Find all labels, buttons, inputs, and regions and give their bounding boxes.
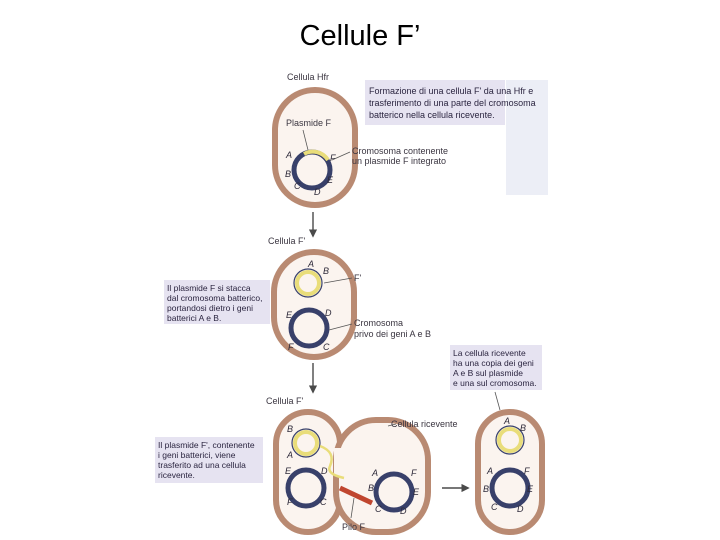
gene-c-cell2: C — [323, 342, 330, 352]
fprime-label-1: F' — [354, 273, 361, 283]
gene-c-hfr: C — [294, 181, 301, 191]
gene-f-hfr: F — [330, 153, 336, 163]
gene-a-recip-conj: A — [371, 468, 378, 478]
recipient-cell-label: Cellula ricevente — [391, 419, 458, 429]
recipient-note-box — [450, 345, 542, 390]
fprime-cell-label-1: Cellula F' — [268, 236, 306, 246]
gene-a-cell3: A — [286, 450, 293, 460]
detach-note-line4: batterici A e B. — [167, 313, 221, 323]
chromosome-cell3 — [285, 467, 327, 509]
top-note-line2: trasferimento di una parte del cromosoma — [369, 98, 536, 108]
chromosome-recipient-conj — [373, 471, 415, 513]
recipient-note-line2: ha una copia dei geni — [453, 358, 534, 368]
pilus-label: Pilo F — [342, 522, 366, 532]
transfer-note-box — [155, 437, 263, 483]
gene-e-final-chrom: E — [527, 484, 534, 494]
hfr-integrated-plasmid — [303, 149, 330, 162]
gene-d-cell2: D — [325, 308, 332, 318]
gene-b-final-plasmid: B — [520, 423, 526, 433]
conjugation-bridge — [334, 448, 346, 476]
fprime-plasmid-2-inner — [291, 428, 321, 458]
recipient-note-pointer — [494, 391, 501, 411]
gene-b-cell2: B — [323, 266, 329, 276]
transfer-note-line3: trasferito ad una cellula — [158, 460, 246, 470]
gene-c-recip-conj: C — [375, 504, 382, 514]
fprime-plasmid-2 — [293, 430, 319, 456]
fprime-cell-1 — [271, 249, 357, 360]
fprime-pointer-1 — [323, 277, 353, 284]
gene-e-cell2: E — [286, 310, 293, 320]
recipient-pointer — [387, 423, 397, 427]
top-note-line1: Formazione di una cellula F' da una Hfr … — [369, 86, 533, 96]
transfer-note-line1: Il plasmide F', contenente — [158, 440, 255, 450]
gene-c-cell3: C — [320, 497, 327, 507]
top-note-line3: batterico nella cellula ricevente. — [369, 110, 495, 120]
fprime-plasmid-1 — [295, 270, 321, 296]
gene-b-hfr: B — [285, 169, 291, 179]
final-plasmid-inner — [495, 425, 525, 455]
gene-e-hfr: E — [327, 175, 334, 185]
slide-title: Cellule F’ — [299, 20, 421, 52]
gene-a-hfr: A — [285, 150, 292, 160]
chromosome-label-line1: Cromosoma contenente — [352, 146, 448, 156]
chromosome-cell2 — [288, 307, 330, 349]
fprime-plasmid-1-inner — [293, 268, 323, 298]
gene-a-final-chrom: A — [486, 466, 493, 476]
gene-d-recip-conj: D — [400, 506, 407, 516]
gene-b-final-chrom: B — [483, 484, 489, 494]
detach-note-box — [164, 280, 270, 324]
side-tint — [506, 80, 548, 195]
gene-a-cell2: A — [307, 259, 314, 269]
detach-note-line2: dal cromosoma batterico, — [167, 293, 262, 303]
final-plasmid — [497, 427, 523, 453]
top-note-box — [365, 80, 505, 125]
chrom-without-label-line1: Cromosoma — [354, 318, 403, 328]
transfer-note-line4: ricevente. — [158, 470, 195, 480]
gene-f-final-chrom: F — [524, 466, 530, 476]
gene-f-cell3: F — [287, 497, 293, 507]
gene-d-final-chrom: D — [517, 504, 524, 514]
gene-d-hfr: D — [314, 187, 321, 197]
gene-b-recip-conj: B — [368, 483, 374, 493]
chromosome-pointer — [331, 151, 351, 161]
recipient-note-line3: A e B sul plasmide — [453, 368, 523, 378]
gene-e-recip-conj: E — [413, 487, 420, 497]
gene-f-recip-conj: F — [411, 468, 417, 478]
pilus — [338, 485, 374, 506]
chromosome-label-line2: un plasmide F integrato — [352, 156, 446, 166]
plasmid-f-label: Plasmide F — [286, 118, 332, 128]
gene-d-cell3: D — [321, 466, 328, 476]
final-chromosome — [489, 467, 531, 509]
gene-f-cell2: F — [288, 342, 294, 352]
chrom-without-label-line2: privo dei geni A e B — [354, 329, 431, 339]
gene-e-cell3: E — [285, 466, 292, 476]
detach-note-line1: Il plasmide F si stacca — [167, 283, 251, 293]
transfer-note-line2: i geni batterici, viene — [158, 450, 236, 460]
detach-note-line3: portandosi dietro i geni — [167, 303, 253, 313]
recipient-note-line4: e una sul cromosoma. — [453, 378, 537, 388]
hfr-cell-label: Cellula Hfr — [287, 72, 329, 82]
recipient-note-line1: La cellula ricevente — [453, 348, 526, 358]
plasmid-transfer-strand — [319, 444, 345, 480]
chrom-without-pointer — [328, 323, 353, 331]
gene-a-final-plasmid: A — [503, 416, 510, 426]
gene-c-final-chrom: C — [491, 502, 498, 512]
pilus-pointer — [350, 497, 355, 519]
gene-b-cell3: B — [287, 424, 293, 434]
fprime-cell-label-2: Cellula F' — [266, 396, 304, 406]
plasmid-f-pointer — [302, 129, 309, 151]
